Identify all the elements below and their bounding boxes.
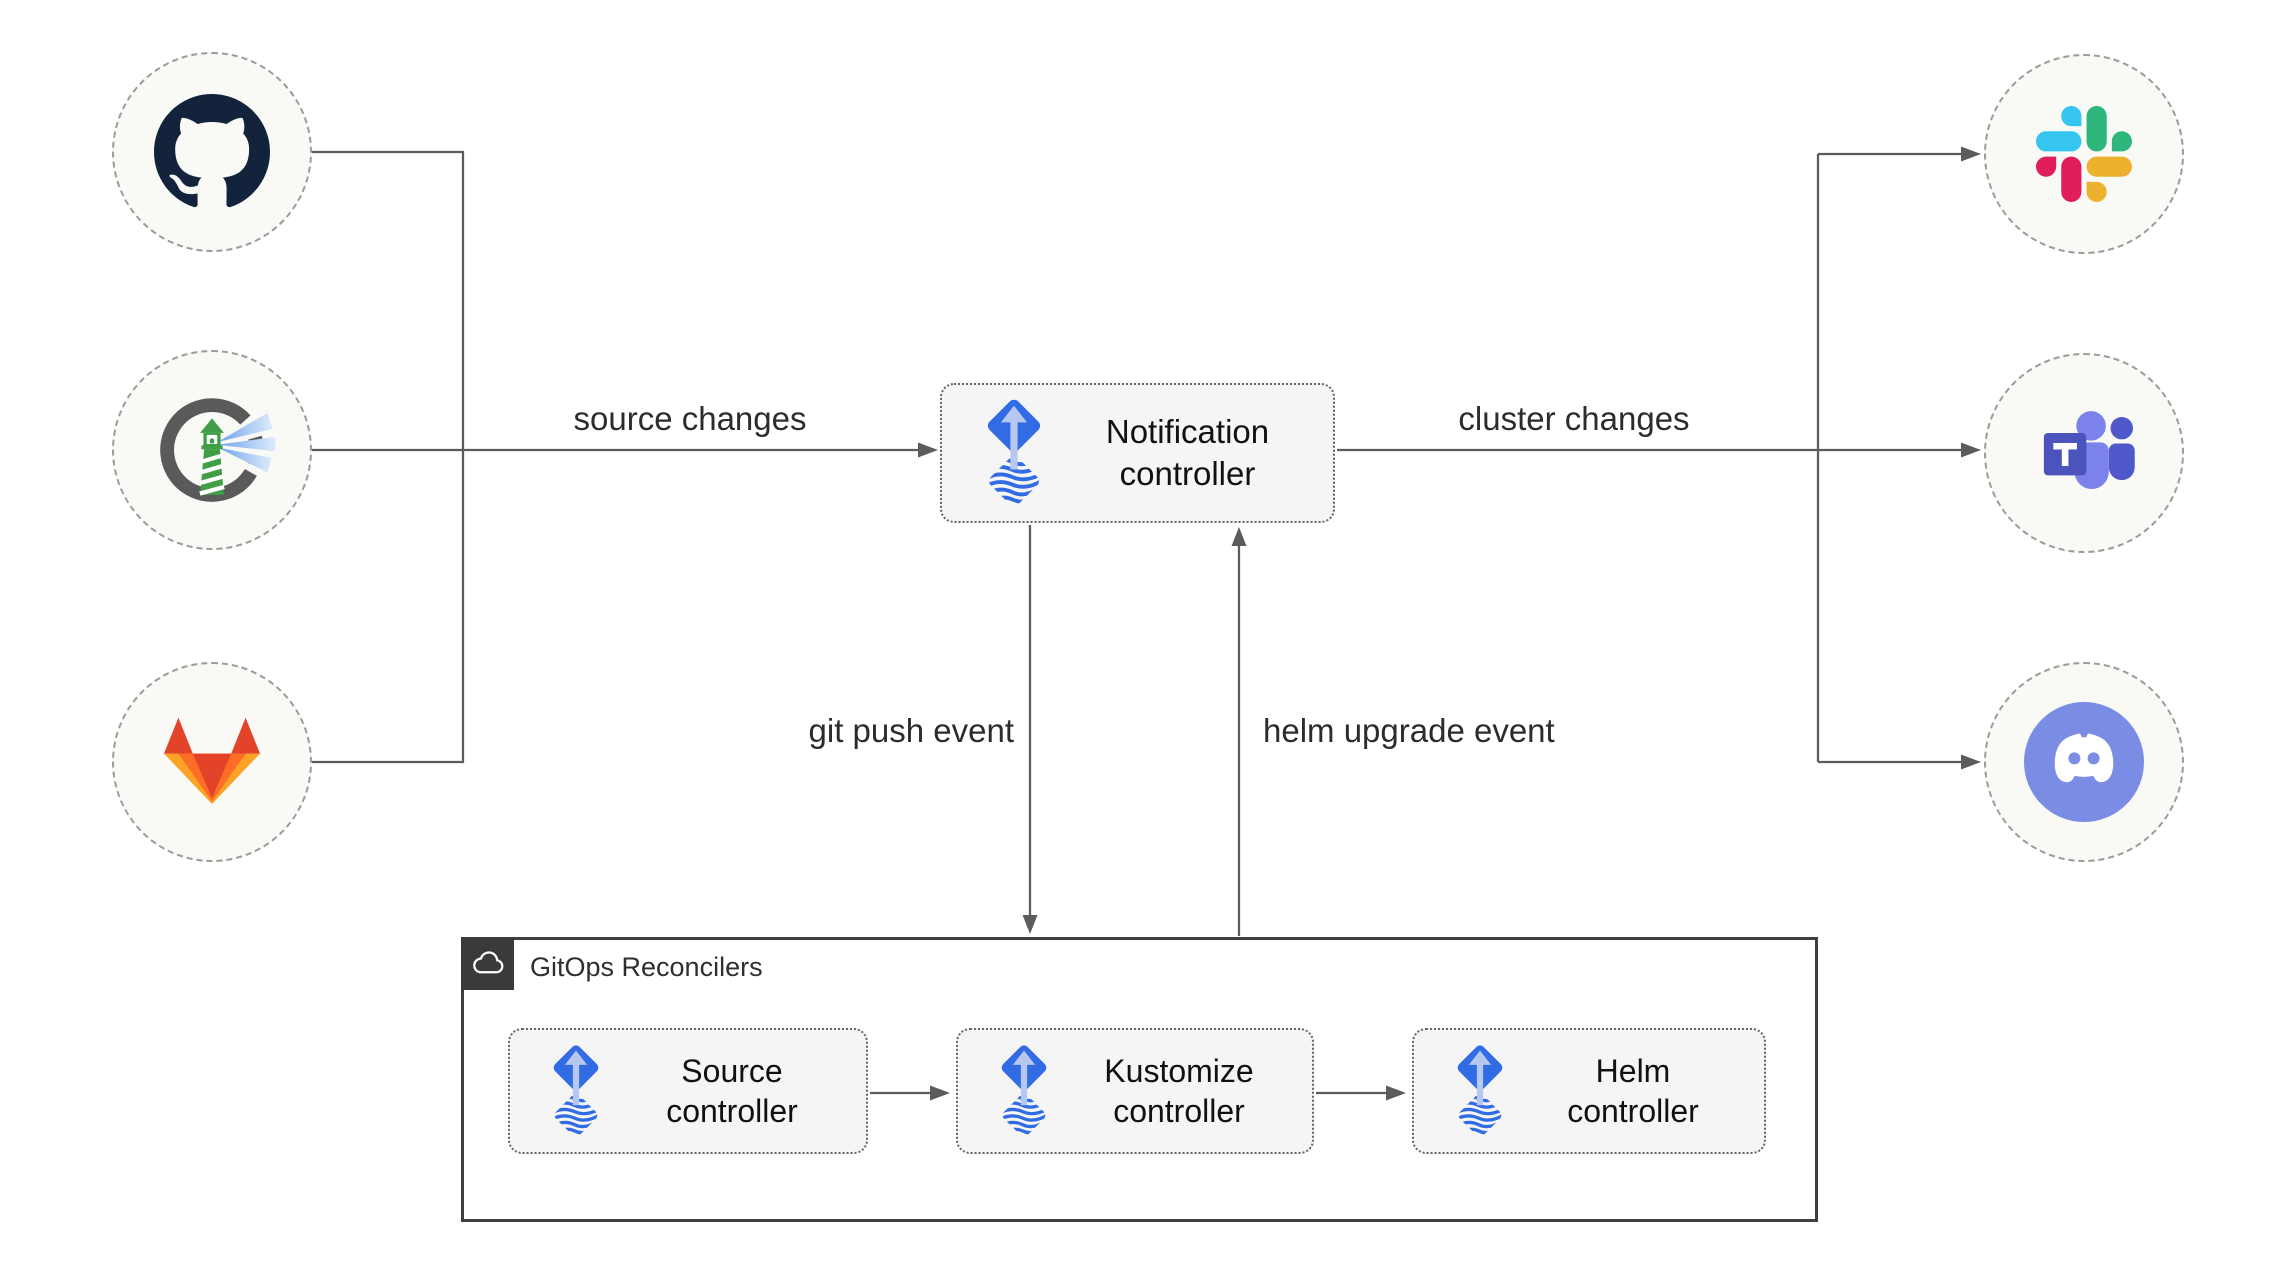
node-slack <box>1984 54 2184 254</box>
notification-controller-label: Notification controller <box>1105 413 1270 492</box>
group-corner-badge <box>461 937 514 990</box>
node-notification-controller: Notification controller <box>940 383 1335 523</box>
cloud-icon <box>472 950 503 973</box>
edge-label-source-changes: source changes <box>573 400 807 437</box>
node-gitlab <box>112 662 312 862</box>
node-github <box>112 52 312 252</box>
node-harbor <box>112 350 312 550</box>
node-source-controller: Source controller <box>508 1028 868 1154</box>
node-kustomize-controller: Kustomize controller <box>956 1028 1314 1154</box>
node-teams <box>1984 353 2184 553</box>
edge-label-cluster-changes: cluster changes <box>1458 400 1690 437</box>
gitlab-icon <box>164 717 260 804</box>
gitops-group-title: GitOps Reconcilers <box>530 952 763 982</box>
flux-icon <box>540 1043 612 1140</box>
flux-icon <box>1444 1043 1516 1140</box>
slack-icon <box>2036 106 2132 202</box>
source-controller-label: Source controller <box>666 1052 798 1129</box>
teams-icon <box>2043 411 2135 489</box>
helm-controller-label: Helm controller <box>1567 1052 1699 1129</box>
edge-label-helm-upgrade-event: helm upgrade event <box>1263 712 1555 749</box>
discord-icon <box>2024 702 2144 822</box>
node-helm-controller: Helm controller <box>1412 1028 1766 1154</box>
edge-label-git-push-event: git push event <box>808 712 1014 749</box>
harbor-icon <box>146 384 278 516</box>
flux-icon <box>988 1043 1060 1140</box>
github-icon <box>154 94 270 208</box>
node-discord <box>1984 662 2184 862</box>
flux-icon <box>972 397 1056 510</box>
kustomize-controller-label: Kustomize controller <box>1104 1052 1254 1129</box>
gitops-reconcilers-group: GitOps Reconcilers <box>461 937 1818 1222</box>
